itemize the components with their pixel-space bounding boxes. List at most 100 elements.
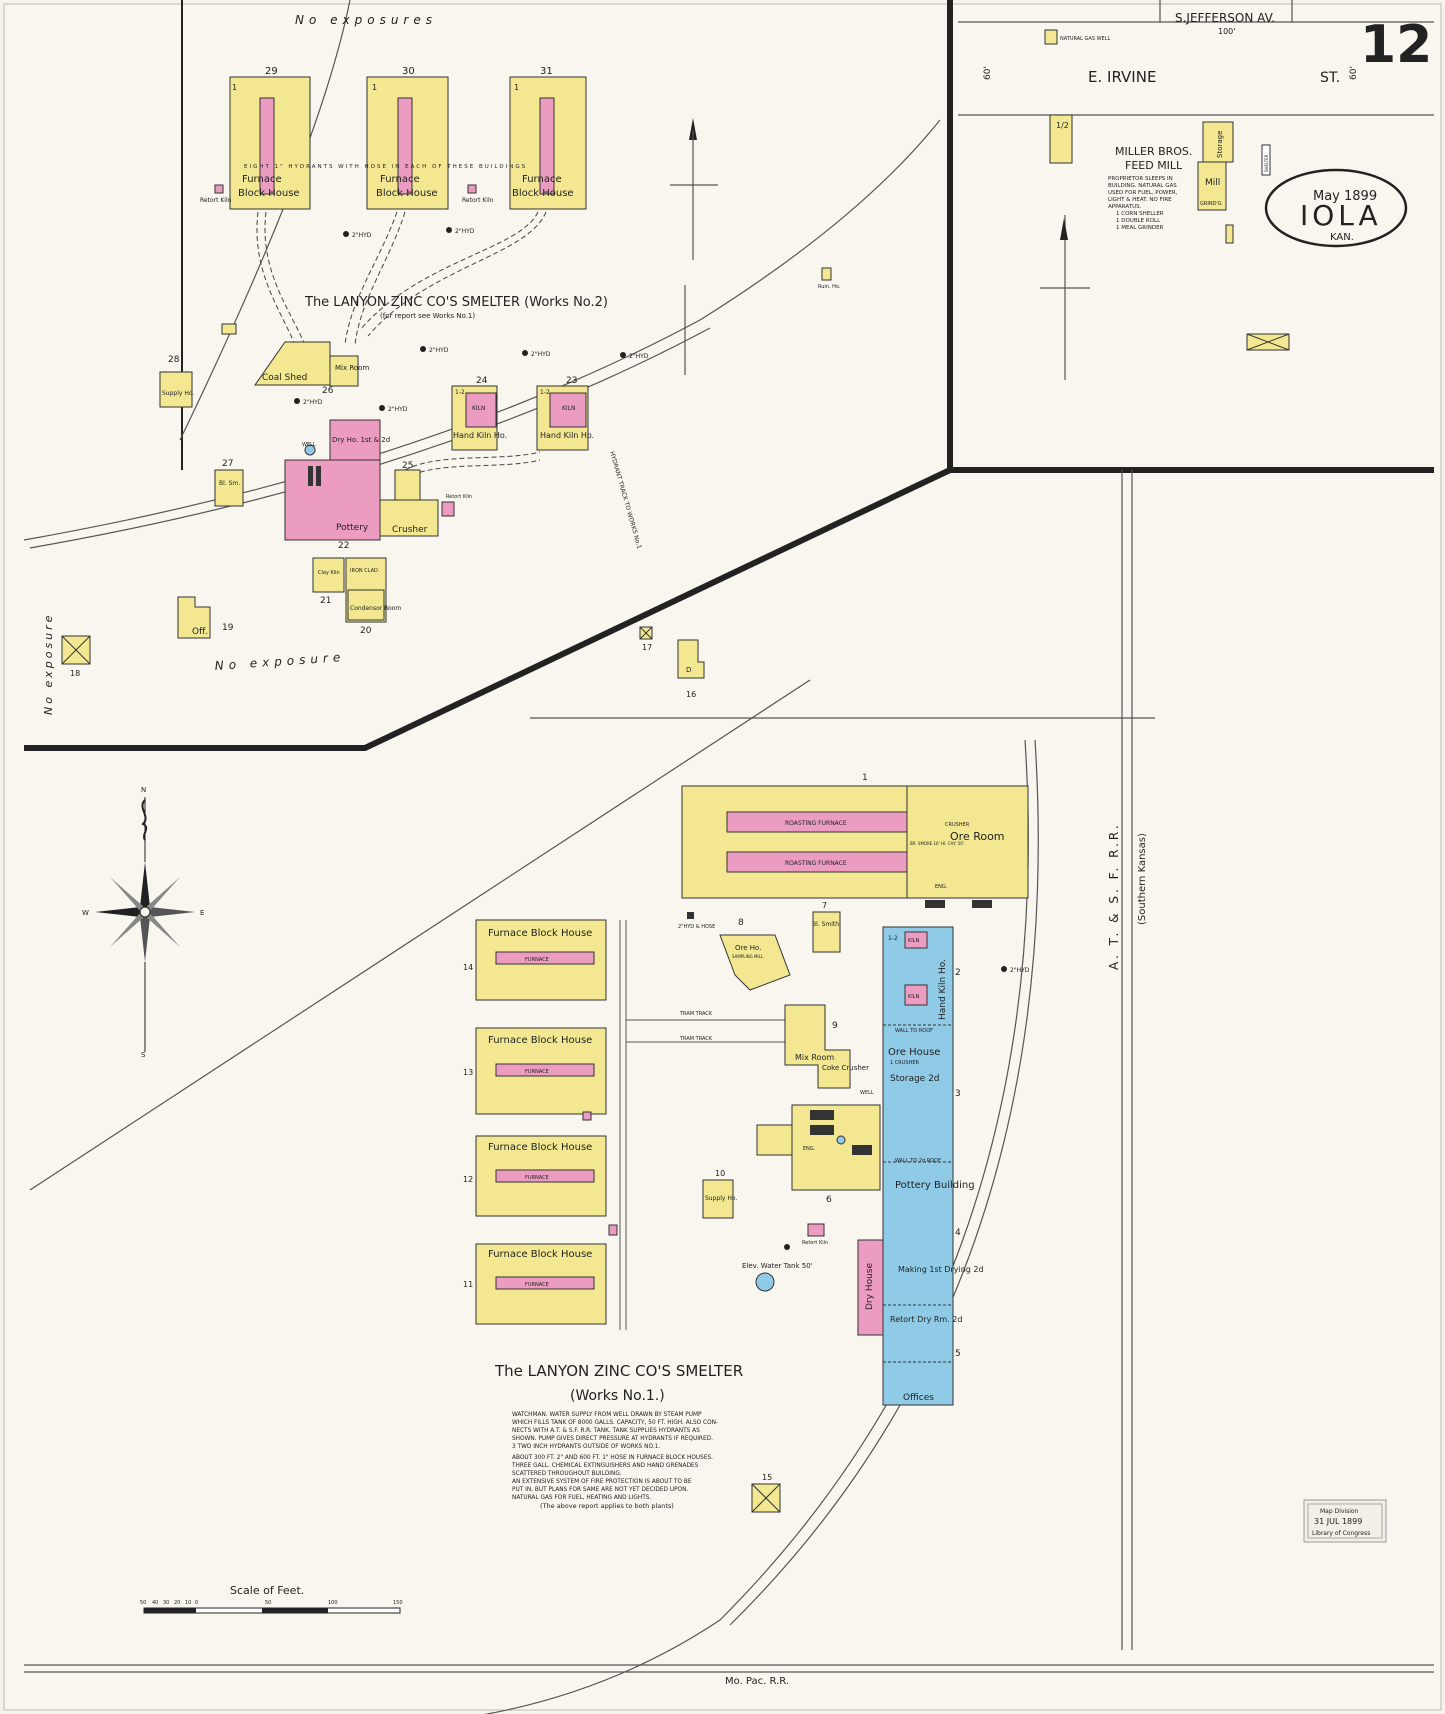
street-st-suffix: ST. (1320, 70, 1340, 86)
furnace-block-house-29: 29 1 Furnace Block House (229, 66, 311, 210)
works2-title: The LANYON ZINC CO'S SMELTER (Works No.2… (304, 295, 608, 310)
compass-s: S (141, 1051, 146, 1059)
report-line: SCATTERED THROUGHOUT BUILDING. (512, 1471, 622, 1477)
retort-kiln-label: Retort Kiln (802, 1240, 828, 1246)
scale-tick: 100 (328, 1600, 338, 1606)
section-number: 3 (955, 1089, 961, 1099)
report-line: THREE GALL. CHEMICAL EXTINGUISHERS AND H… (511, 1463, 699, 1469)
furnace-label: Furnace (522, 174, 562, 185)
water-tank-label: Elev. Water Tank 50' (742, 1262, 813, 1270)
building-number-16: 16 (686, 690, 696, 699)
rail-curve-works2-b (29, 327, 711, 549)
retort-kiln-box (467, 184, 477, 194)
rail-curve-works1 (484, 739, 1029, 1714)
supply-house-building (702, 1179, 734, 1219)
dry-ho-label: Dry Ho. 1st & 2d (332, 436, 390, 444)
bl-smith-building (214, 469, 244, 507)
furnace-block-label: Furnace Block House (488, 1142, 592, 1153)
hydrant-icon (446, 227, 452, 233)
building-number: 30 (402, 66, 415, 77)
irvine-width-right: 60' (1349, 66, 1359, 80)
scale-title: Scale of Feet. (230, 1584, 304, 1597)
north-arrow-icon (689, 118, 697, 140)
state-name: KAN. (1330, 232, 1354, 243)
hydrant-label: 2"HYD (1010, 967, 1030, 974)
crusher-label: 1 CRUSHER (890, 1060, 919, 1066)
scale-tick: 20 (174, 1600, 180, 1606)
north-arrow-icon (1060, 218, 1068, 240)
report-line: ABOUT 300 FT. 2" AND 600 FT. 1" HOSE IN … (512, 1455, 713, 1461)
clay-kiln-building (312, 557, 345, 593)
stamp-line: Map Division (1320, 1508, 1359, 1515)
tram-track-label: TRAM TRACK (679, 1011, 713, 1017)
report-line: WATCHMAN. WATER SUPPLY FROM WELL DRAWN B… (512, 1412, 702, 1418)
building-number: 23 (566, 376, 577, 386)
supply-house-building (159, 371, 193, 408)
ore-house-8 (719, 934, 791, 991)
miller-note: PROPRIETOR SLEEPS IN (1108, 176, 1173, 182)
story-count: 1-2 (540, 389, 550, 396)
hydrant-icon (687, 912, 694, 919)
building-number: 29 (265, 66, 278, 77)
story-count: 1-2 (455, 389, 465, 396)
kiln-label: KILN (562, 405, 576, 412)
scale-tick: 0 (195, 1600, 198, 1606)
stamp-line: Library of Congress (1312, 1530, 1370, 1537)
retort-kiln-label: Retort Kiln (462, 197, 494, 204)
clay-kiln-label: Clay Kiln (318, 570, 340, 576)
hydrant-icon (420, 346, 426, 352)
street-s-jefferson-width: 100' (1218, 27, 1235, 36)
well-icon (304, 444, 316, 456)
mix-room-label: Mix Room (335, 364, 369, 372)
storage-building (1202, 121, 1234, 163)
street-mo-pac-rr: Mo. Pac. R.R. (725, 1676, 789, 1687)
pottery-label: Pottery (336, 523, 369, 533)
hand-kiln-label: Hand Kiln Ho. (540, 431, 594, 440)
pottery-ore-house-complex: 1-2 KILN KILN Hand Kiln Ho. WALL TO ROOF… (882, 926, 984, 1406)
pump-icon (836, 1135, 846, 1145)
retort-dry-label: Retort Dry Rm. 2d (890, 1315, 962, 1324)
shed-half: 1/2 (1056, 121, 1069, 130)
retort-kiln-label: Retort Kiln (200, 197, 232, 204)
compass-w: W (82, 909, 89, 917)
works1-report: WATCHMAN. WATER SUPPLY FROM WELL DRAWN B… (511, 1412, 718, 1510)
building-number-20: 20 (360, 626, 372, 636)
engine-icon (925, 900, 945, 908)
furnace-label: FURNACE (525, 957, 549, 963)
tram-dash (359, 211, 539, 331)
wall-note: WALL TO 2d ROOF (895, 1158, 941, 1164)
furnace-block-house-31: 31 1 Furnace Block House (509, 66, 587, 210)
scale-bar: Scale of Feet. 50 40 30 20 10 0 50 100 1… (140, 1584, 403, 1614)
furnace-block-house-11: Furnace Block House FURNACE 11 (463, 1243, 607, 1325)
report-line: NECTS WITH A.T. & S.F. R.R. TANK. TANK S… (512, 1428, 700, 1434)
report-line: SHOWN. PUMP GIVES DIRECT PRESSURE AT HYD… (512, 1436, 713, 1442)
supply-ho-label: Supply Ho. (705, 1195, 737, 1202)
retort-kiln-box (582, 1111, 592, 1121)
condensor-label: Condensor Room (350, 605, 401, 612)
library-stamp: Map Division 31 JUL 1899 Library of Cong… (1303, 1499, 1387, 1543)
mill-label: Mill (1205, 178, 1220, 188)
x-mark (751, 1483, 781, 1513)
small-building (221, 323, 237, 335)
furnace-block-house-12: Furnace Block House FURNACE 12 (463, 1135, 607, 1217)
miller-note: 1 DOUBLE ROLL (1116, 218, 1161, 224)
eng-label: ENG. (803, 1146, 816, 1152)
stamp-line: 31 JUL 1899 (1314, 1517, 1362, 1526)
wall-note: WALL TO ROOF (895, 1028, 933, 1034)
hand-kiln-label: Hand Kiln Ho. (453, 431, 507, 440)
crusher-label: Crusher (392, 525, 428, 535)
shelter-box (1261, 144, 1271, 176)
scale-tick: 50 (140, 1600, 146, 1606)
building-number-19: 19 (222, 623, 234, 633)
building-number-18: 18 (70, 669, 80, 678)
hand-kiln-house-24: 24 1-2 KILN Hand Kiln Ho. (451, 376, 507, 451)
scale-tick: 40 (152, 1600, 158, 1606)
x-mark (61, 635, 91, 665)
crusher-label: CRUSHER (945, 822, 970, 828)
building-number-10: 10 (715, 1169, 725, 1178)
building-number-25: 25 (402, 461, 413, 471)
street-atsf-rr: A. T. & S. F. R.R. (1107, 822, 1121, 970)
tram-track-label: TRAM TRACK (679, 1036, 713, 1042)
small-building (821, 267, 832, 281)
boiler-icon (316, 466, 321, 486)
